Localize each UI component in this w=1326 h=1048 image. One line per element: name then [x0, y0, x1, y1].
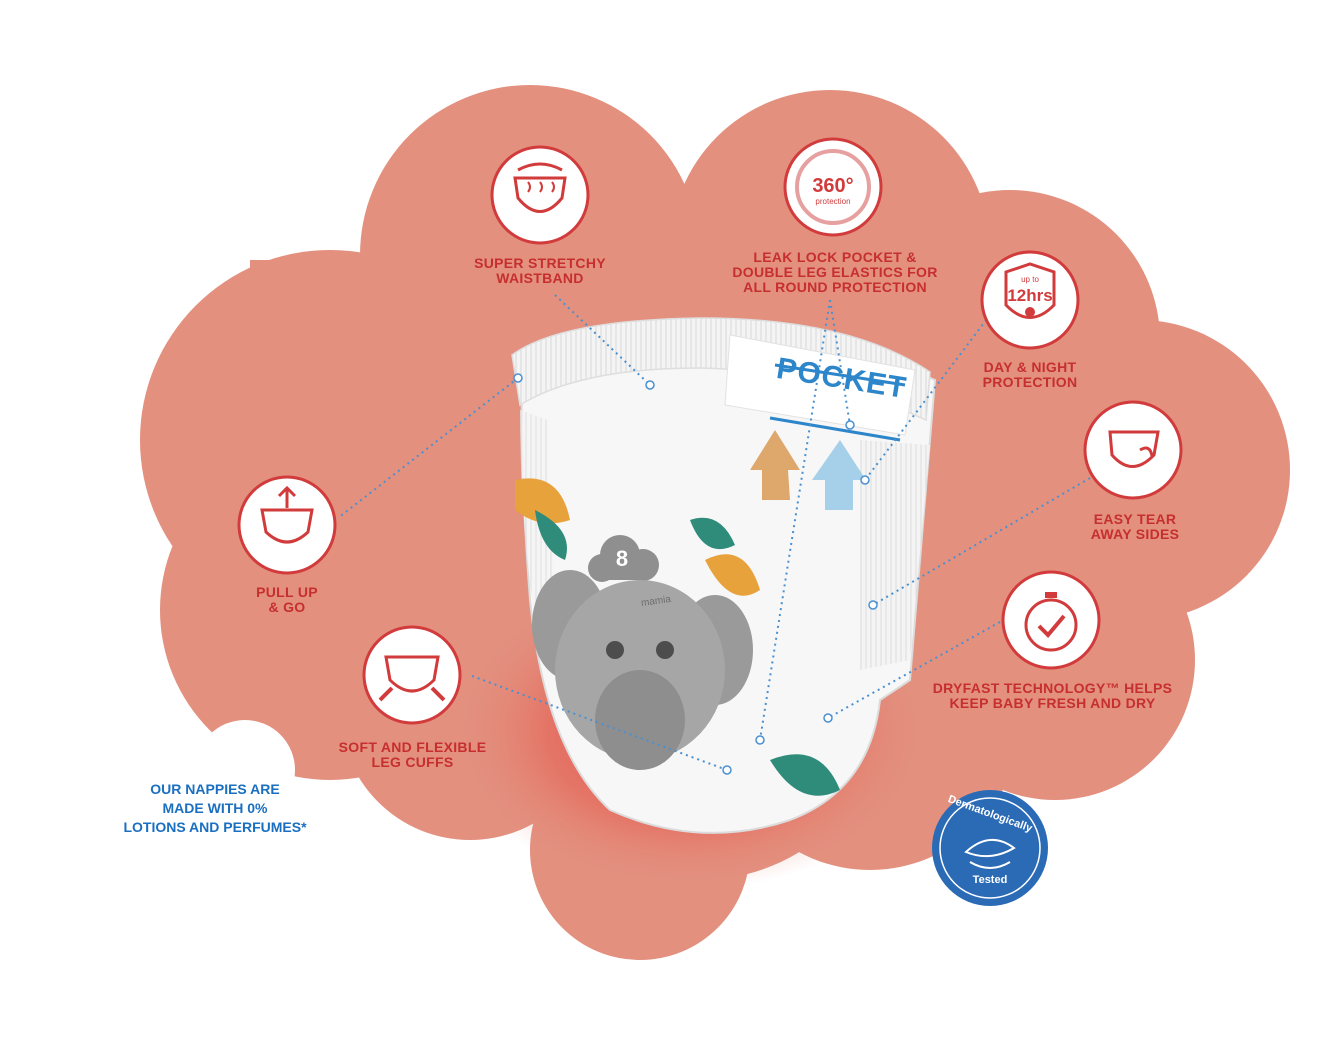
elephant-graphic [532, 570, 753, 770]
leader-dots [513, 373, 878, 775]
protection-360-icon: 360° protection [783, 137, 883, 237]
note-line-1: OUR NAPPIES ARE [150, 781, 280, 797]
leg-cuffs-icon [362, 625, 462, 725]
waistband-icon [490, 145, 590, 245]
nappy-illustration [511, 317, 937, 834]
size-cloud [588, 535, 659, 582]
note-cloud [110, 720, 332, 900]
day-night-icon: up to 12hrs [980, 250, 1080, 350]
svg-text:up to: up to [1021, 275, 1039, 284]
note-line-3: LOTIONS AND PERFUMES* [123, 819, 307, 835]
label-leak-lock: LEAK LOCK POCKET &DOUBLE LEG ELASTICS FO… [732, 249, 938, 295]
tear-away-icon [1083, 400, 1183, 500]
dermatologically-tested-seal [932, 790, 1048, 906]
size-number: 8 [615, 546, 629, 571]
svg-text:360°: 360° [812, 175, 853, 197]
no-lotions-note: OUR NAPPIES ARE MADE WITH 0% LOTIONS AND… [110, 780, 320, 837]
leader-lines [337, 294, 1091, 771]
label-pull-up: PULL UP& GO [256, 584, 318, 615]
svg-text:12hrs: 12hrs [1007, 286, 1052, 305]
dryfast-icon [1001, 570, 1101, 670]
note-line-2: MADE WITH 0% [162, 800, 268, 816]
svg-text:protection: protection [815, 197, 850, 206]
pull-up-icon [237, 475, 337, 575]
seal-text-bottom: Tested [972, 874, 1008, 886]
